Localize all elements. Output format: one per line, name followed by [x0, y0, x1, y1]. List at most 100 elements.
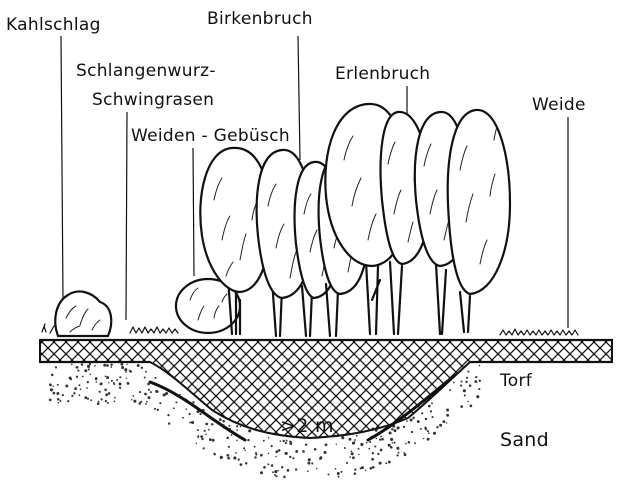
- sand-dot: [287, 469, 290, 472]
- sand-dot: [428, 432, 430, 434]
- sand-dot: [375, 438, 377, 440]
- sand-dot: [98, 401, 100, 403]
- sand-dot: [283, 476, 286, 479]
- sand-dot: [369, 441, 371, 443]
- sand-dot: [464, 394, 466, 396]
- sand-dot: [411, 431, 413, 433]
- sand-dot: [88, 368, 90, 370]
- sand-dot: [111, 380, 113, 382]
- sand-dot: [425, 418, 427, 420]
- sand-dot: [100, 382, 103, 385]
- sand-dot: [439, 424, 442, 427]
- sand-dot: [144, 377, 146, 379]
- sand-dot: [114, 397, 116, 399]
- sand-dot: [196, 443, 197, 444]
- sand-dot: [272, 471, 274, 473]
- sand-dot: [77, 370, 79, 372]
- sand-dot: [349, 456, 351, 458]
- sand-dot: [417, 420, 420, 423]
- sand-dot: [278, 470, 279, 471]
- sand-dot: [268, 453, 270, 455]
- sand-dot: [168, 422, 170, 424]
- sand-dot: [360, 443, 363, 446]
- sand-dot: [370, 467, 373, 470]
- sand-dot: [460, 405, 463, 408]
- sand-dot: [356, 435, 358, 437]
- sand-dot: [327, 473, 329, 475]
- sand-dot: [271, 464, 274, 467]
- sand-dot: [420, 428, 422, 430]
- sand-dot: [131, 399, 133, 401]
- sand-dot: [319, 456, 322, 459]
- sand-dot: [163, 393, 166, 396]
- sand-dot: [248, 429, 251, 432]
- sand-dot: [295, 450, 298, 453]
- sand-dot: [403, 426, 405, 428]
- sand-dot: [80, 388, 82, 390]
- sand-dot: [105, 376, 107, 378]
- sand-dot: [289, 456, 291, 458]
- sand-dot: [405, 443, 407, 445]
- sand-dot: [57, 384, 59, 386]
- sand-dot: [388, 461, 391, 464]
- sand-dot: [227, 457, 230, 460]
- sand-dot: [231, 434, 233, 436]
- sand-dot: [431, 402, 433, 404]
- sand-dot: [397, 426, 400, 429]
- sand-dot: [338, 476, 340, 478]
- sand-dot: [58, 402, 60, 404]
- sand-dot: [235, 452, 237, 454]
- sand-dot: [87, 365, 90, 368]
- sand-dot: [268, 437, 270, 439]
- sand-dot: [236, 440, 238, 442]
- sand-dot: [103, 364, 106, 367]
- sand-dot: [159, 402, 161, 404]
- sand-dot: [464, 390, 466, 392]
- sand-dot: [97, 402, 100, 405]
- sand-dot: [125, 371, 127, 373]
- sand-dot: [110, 364, 112, 366]
- sand-dot: [263, 466, 266, 469]
- sand-dot: [129, 370, 132, 373]
- sand-dot: [52, 385, 53, 386]
- sand-dot: [446, 422, 447, 423]
- sand-dot: [127, 382, 130, 385]
- sand-dot: [191, 421, 194, 424]
- sand-dot: [150, 391, 152, 393]
- sand-dot: [379, 462, 382, 465]
- sand-dot: [222, 420, 225, 423]
- sand-dot: [391, 428, 393, 430]
- sand-dot: [404, 453, 407, 456]
- sand-dot: [311, 462, 313, 464]
- sand-dot: [146, 401, 148, 403]
- sand-dot: [226, 437, 229, 440]
- sand-dot: [349, 438, 352, 441]
- sand-dot: [175, 401, 177, 403]
- sand-dot: [238, 458, 240, 460]
- sand-dot: [461, 381, 463, 383]
- sand-dot: [427, 430, 429, 432]
- sand-dot: [427, 438, 430, 441]
- sand-dot: [433, 432, 436, 435]
- sand-dot: [341, 436, 344, 439]
- sand-dot: [220, 456, 223, 459]
- sand-dot: [108, 382, 109, 383]
- sand-dot: [105, 400, 107, 402]
- sand-dot: [340, 471, 342, 473]
- sand-dot: [336, 444, 337, 445]
- sand-dot: [126, 364, 127, 365]
- sand-dot: [84, 369, 87, 372]
- sand-dot: [467, 371, 469, 373]
- sand-dot: [366, 442, 368, 444]
- sand-dot: [361, 466, 364, 469]
- sand-dot: [274, 474, 276, 476]
- sand-dot: [50, 388, 53, 391]
- sand-dot: [479, 380, 481, 382]
- sand-dot: [211, 423, 213, 425]
- sand-dot: [247, 439, 249, 441]
- sand-dot: [144, 393, 147, 396]
- sand-dot: [212, 439, 215, 442]
- sand-dot: [228, 425, 230, 427]
- sand-dot: [302, 450, 305, 453]
- sand-dot: [119, 387, 121, 389]
